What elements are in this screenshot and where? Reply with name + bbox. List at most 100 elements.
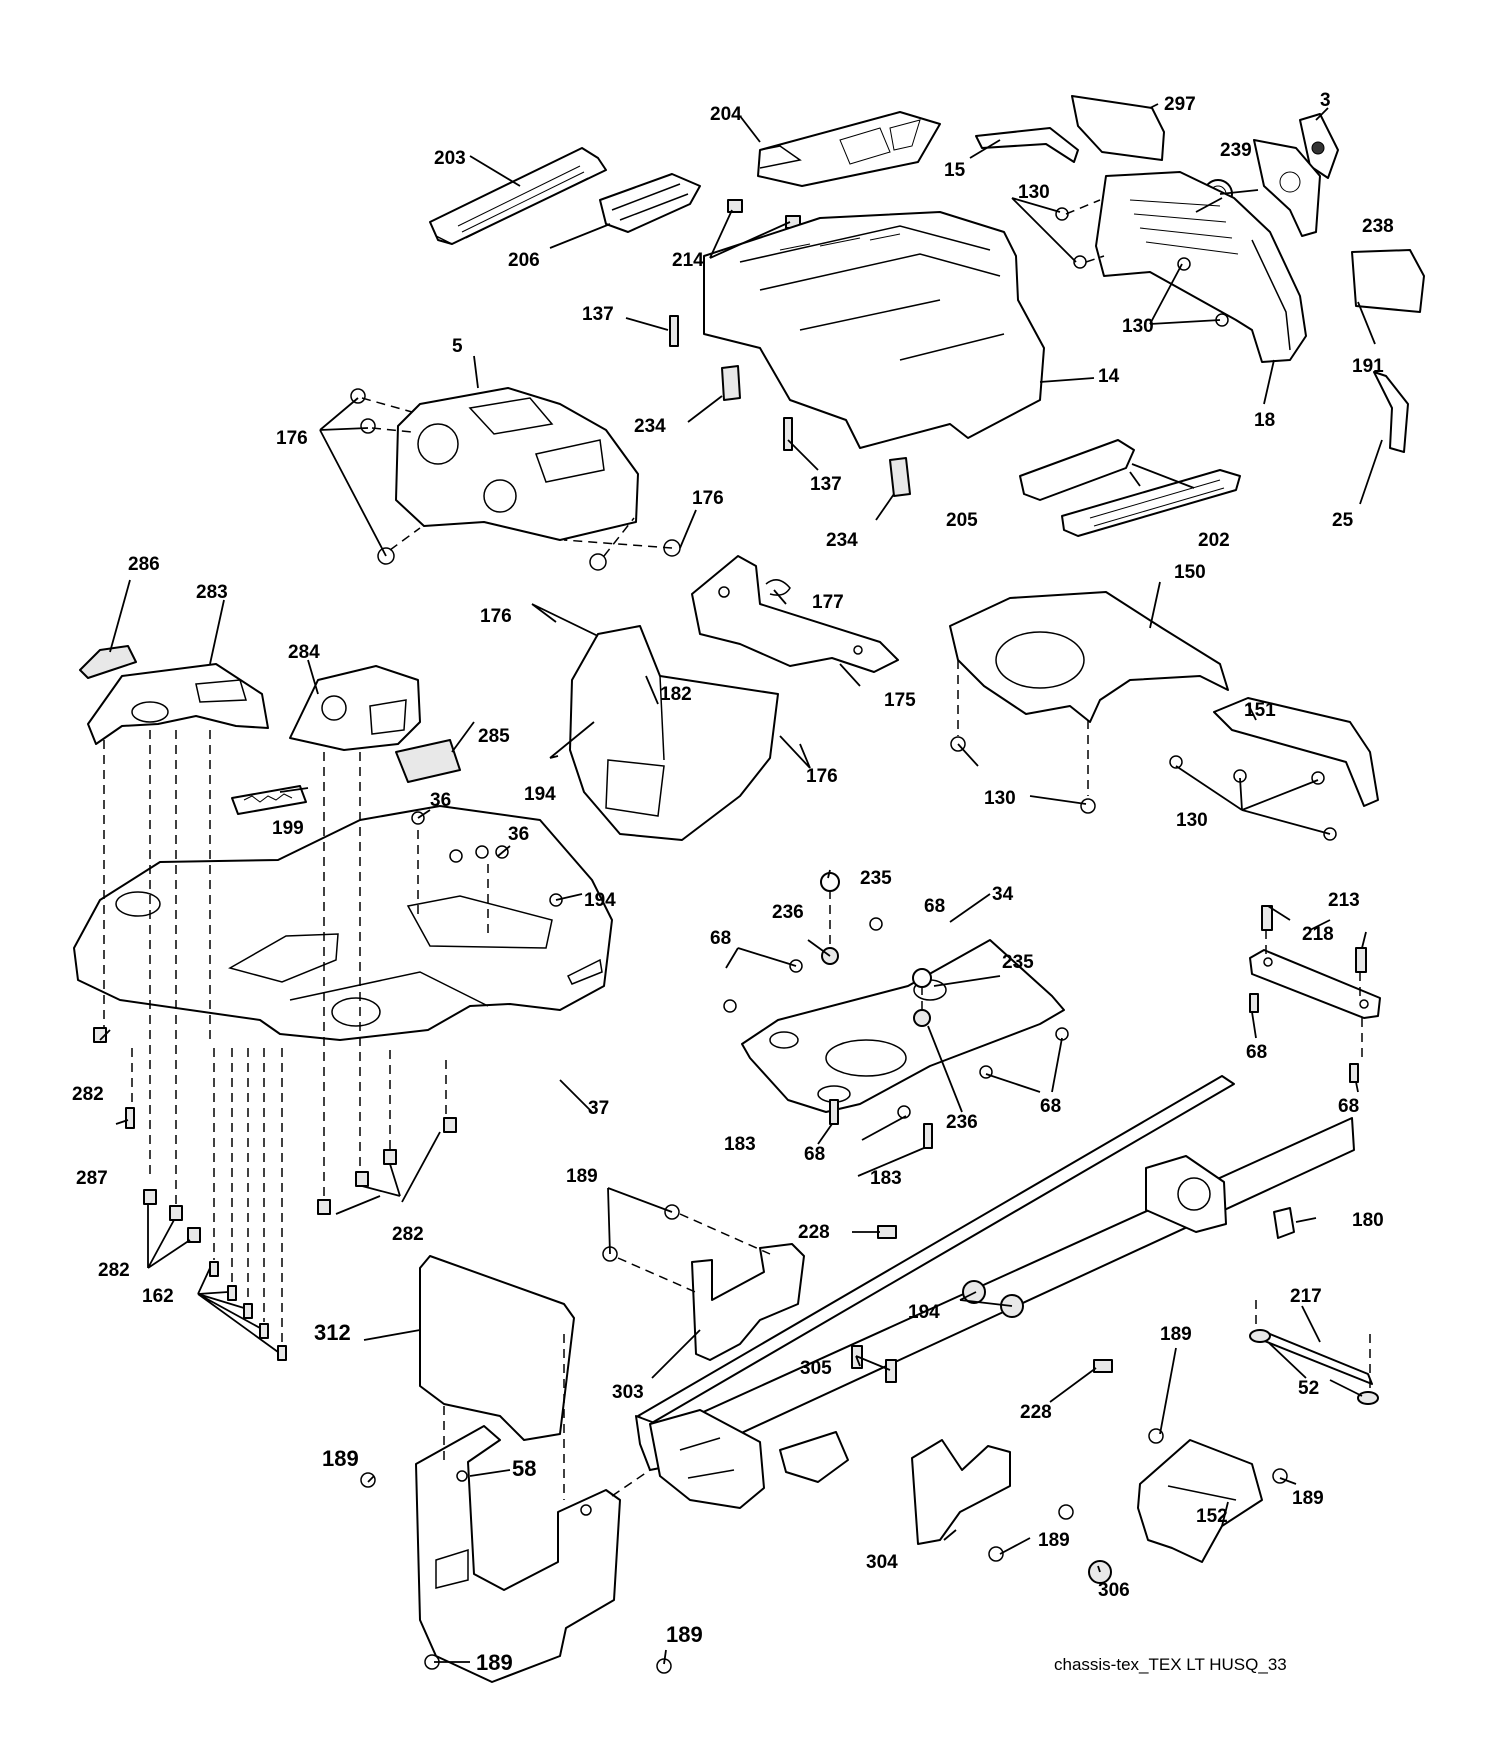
part-18-front-grille — [1095, 171, 1307, 363]
callout-189c: 189 — [1292, 1488, 1324, 1509]
callout-206: 206 — [508, 250, 540, 271]
part-199-decal — [231, 785, 307, 815]
callout-36b: 36 — [508, 824, 529, 845]
part-183-bolts — [829, 1099, 933, 1149]
part-287-screw — [125, 1107, 135, 1129]
callout-194c: 194 — [908, 1302, 940, 1323]
callout-137a: 137 — [582, 304, 614, 325]
part-68-bolts-bracket — [1249, 993, 1359, 1083]
callout-52: 52 — [1298, 1378, 1319, 1399]
callout-236b: 236 — [946, 1112, 978, 1133]
callout-68b: 68 — [924, 896, 945, 917]
part-37-fender — [73, 805, 613, 1041]
part-182-console — [569, 625, 779, 841]
callout-151: 151 — [1244, 700, 1276, 721]
part-304-bracket — [911, 1439, 1011, 1545]
part-202-side-grille — [1061, 469, 1241, 537]
part-206-bracket — [599, 173, 701, 233]
part-217-rod — [1259, 1329, 1373, 1385]
callout-137b: 137 — [810, 474, 842, 495]
assembly-lines-217 — [1255, 1300, 1371, 1392]
callout-68a: 68 — [710, 928, 731, 949]
callout-213: 213 — [1328, 890, 1360, 911]
part-189-bolts-303 — [602, 1204, 680, 1262]
callout-236a: 236 — [772, 902, 804, 923]
callout-204: 204 — [710, 104, 742, 125]
callout-183b: 183 — [870, 1168, 902, 1189]
part-189-bolts-58 — [360, 1472, 672, 1674]
part-204-hood-insert — [757, 111, 941, 187]
callout-177: 177 — [812, 592, 844, 613]
callout-130c: 130 — [984, 788, 1016, 809]
part-235-spacers — [820, 872, 932, 988]
leader-lines — [99, 103, 1383, 1665]
callout-228b: 228 — [1020, 1402, 1052, 1423]
callout-130a: 130 — [1018, 182, 1050, 203]
part-303-bracket — [691, 1243, 805, 1361]
callout-14: 14 — [1098, 366, 1120, 387]
assembly-lines-58 — [443, 1334, 651, 1500]
part-152-shield — [1137, 1439, 1263, 1563]
callout-189b: 189 — [1160, 1324, 1192, 1345]
part-203-side-grille — [429, 147, 607, 245]
assembly-lines-bracket — [1265, 930, 1363, 1062]
callout-234b: 234 — [826, 530, 858, 551]
callout-282a: 282 — [72, 1084, 104, 1105]
callout-312: 312 — [314, 1320, 351, 1345]
callout-235a: 235 — [860, 868, 892, 889]
callout-183a: 183 — [724, 1134, 756, 1155]
part-286-knob — [79, 645, 137, 679]
callout-286: 286 — [128, 554, 160, 575]
part-3-emblem — [1299, 113, 1339, 179]
part-137-pins — [669, 315, 793, 451]
callout-189a: 189 — [566, 1166, 598, 1187]
part-213-bolts — [1261, 905, 1367, 973]
part-150-support — [949, 591, 1229, 723]
callout-3: 3 — [1320, 90, 1331, 111]
part-5-dash-panel — [395, 387, 639, 541]
diagram-caption: chassis-tex_TEX LT HUSQ_33 — [1054, 1655, 1287, 1674]
callout-306: 306 — [1098, 1580, 1130, 1601]
callout-68d: 68 — [804, 1144, 825, 1165]
callout-150: 150 — [1174, 562, 1206, 583]
callout-235b: 235 — [1002, 952, 1034, 973]
callout-217: 217 — [1290, 1286, 1322, 1307]
part-284-panel — [289, 665, 421, 751]
part-175-bracket — [691, 555, 899, 673]
callout-37: 37 — [588, 1098, 609, 1119]
callout-182: 182 — [660, 684, 692, 705]
callout-25: 25 — [1332, 510, 1354, 531]
part-14-hood — [703, 211, 1045, 449]
part-25-trim — [1373, 371, 1409, 453]
part-218-bracket — [1249, 949, 1381, 1019]
callout-130b: 130 — [1122, 316, 1154, 337]
callouts: 3 5 14 15 18 25 34 36 36 37 52 58 68 68 … — [72, 90, 1394, 1675]
callout-189d: 189 — [1038, 1530, 1070, 1551]
callout-130d: 130 — [1176, 810, 1208, 831]
callout-218: 218 — [1302, 924, 1334, 945]
part-228-bushings — [877, 1225, 1113, 1373]
callout-202: 202 — [1198, 530, 1230, 551]
part-180-frame — [635, 1075, 1355, 1509]
part-177-cable — [765, 579, 791, 596]
callout-162: 162 — [142, 1286, 174, 1307]
callout-304: 304 — [866, 1552, 898, 1573]
part-68-bolts-plate — [723, 917, 1069, 1119]
callout-34: 34 — [992, 884, 1014, 905]
part-234-pads — [721, 365, 911, 497]
callout-58: 58 — [512, 1456, 536, 1481]
callout-189f: 189 — [476, 1650, 513, 1675]
assembly-lines-303 — [617, 1213, 771, 1295]
callout-180: 180 — [1352, 1210, 1384, 1231]
callout-234a: 234 — [634, 416, 666, 437]
callout-176d: 176 — [806, 766, 838, 787]
callout-189e: 189 — [322, 1446, 359, 1471]
assembly-lines-hood — [361, 199, 1105, 1010]
callout-152: 152 — [1196, 1506, 1228, 1527]
callout-175: 175 — [884, 690, 916, 711]
callout-176b: 176 — [692, 488, 724, 509]
callout-203: 203 — [434, 148, 466, 169]
callout-305: 305 — [800, 1358, 832, 1379]
callout-194a: 194 — [524, 784, 556, 805]
